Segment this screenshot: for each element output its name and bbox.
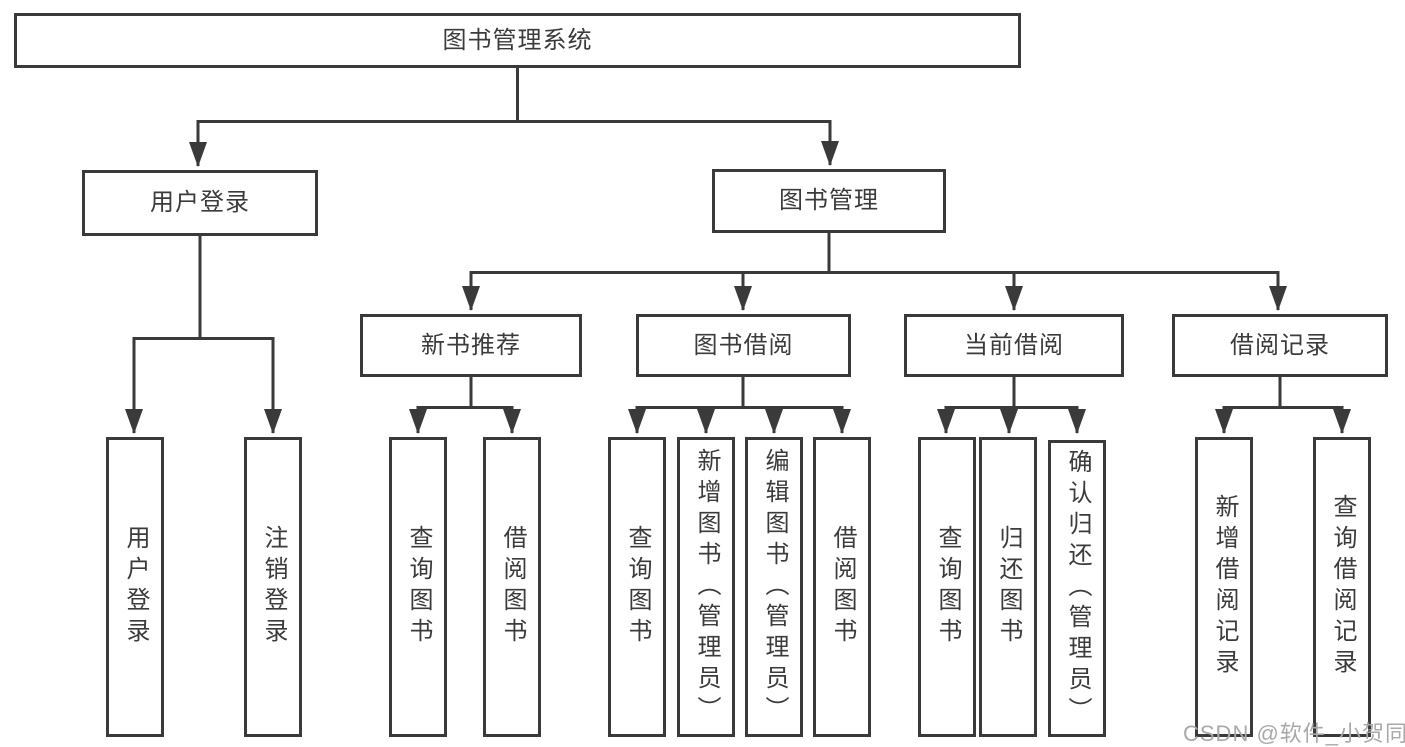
node-borrowing-records: 借阅记录 xyxy=(1172,314,1388,377)
node-query-books-current: 查询图书 xyxy=(918,437,976,737)
csdn-watermark: CSDN @软件_小贺同学 xyxy=(1183,721,1405,746)
node-borrow-books-leaf: 借阅图书 xyxy=(813,437,871,737)
connector-root-to-branches xyxy=(189,68,839,167)
connector-book-management-children xyxy=(462,233,1287,311)
node-label: 查询借阅记录 xyxy=(1329,494,1356,680)
node-return-books: 归还图书 xyxy=(979,437,1037,737)
node-add-borrow-record: 新增借阅记录 xyxy=(1195,437,1253,737)
node-query-borrow-record: 查询借阅记录 xyxy=(1313,437,1371,737)
node-label: 用户登录 xyxy=(122,525,149,649)
node-borrow-books-recommend: 借阅图书 xyxy=(483,437,541,737)
node-label: 图书借阅 xyxy=(693,331,794,359)
node-add-books-admin: 新增图书（管理员） xyxy=(677,437,735,737)
node-query-books-recommend: 查询图书 xyxy=(389,437,447,737)
node-label: 借阅记录 xyxy=(1230,331,1330,359)
node-label: 图书管理 xyxy=(779,187,879,214)
node-label: 新增图书（管理员） xyxy=(693,447,720,727)
node-confirm-return-admin: 确认归还（管理员） xyxy=(1048,440,1106,737)
node-user-login-leaf: 用户登录 xyxy=(106,437,164,737)
connector-new-book-recommendation-children xyxy=(409,377,521,434)
connector-user-login-children xyxy=(125,236,282,434)
node-edit-books-admin: 编辑图书（管理员） xyxy=(745,437,803,737)
node-label: 确认归还（管理员） xyxy=(1064,449,1091,728)
node-logout: 注销登录 xyxy=(244,437,302,737)
node-label: 当前借阅 xyxy=(964,331,1064,359)
node-label: 编辑图书（管理员） xyxy=(761,447,788,727)
node-label: 查询图书 xyxy=(934,525,961,649)
node-label: 注销登录 xyxy=(260,525,287,649)
node-label: 新书推荐 xyxy=(421,331,521,359)
node-new-book-recommendation: 新书推荐 xyxy=(360,314,582,377)
node-current-borrowing: 当前借阅 xyxy=(904,314,1124,377)
node-book-management-branch: 图书管理 xyxy=(712,169,946,233)
node-label: 归还图书 xyxy=(995,525,1022,649)
node-label: 借阅图书 xyxy=(829,525,856,649)
node-query-books-borrowing: 查询图书 xyxy=(608,437,666,737)
node-label: 图书管理系统 xyxy=(442,26,593,54)
connector-current-borrowing-children xyxy=(937,377,1086,434)
node-label: 新增借阅记录 xyxy=(1211,494,1238,680)
node-label: 用户登录 xyxy=(150,189,250,216)
node-user-login-branch: 用户登录 xyxy=(82,170,318,236)
node-library-management-system: 图书管理系统 xyxy=(14,13,1021,68)
node-book-borrowing: 图书借阅 xyxy=(636,314,851,377)
connector-book-borrowing-children xyxy=(628,377,851,434)
node-label: 查询图书 xyxy=(624,525,651,649)
node-label: 借阅图书 xyxy=(499,525,526,649)
connector-borrowing-records-children xyxy=(1215,377,1351,434)
node-label: 查询图书 xyxy=(405,525,432,649)
